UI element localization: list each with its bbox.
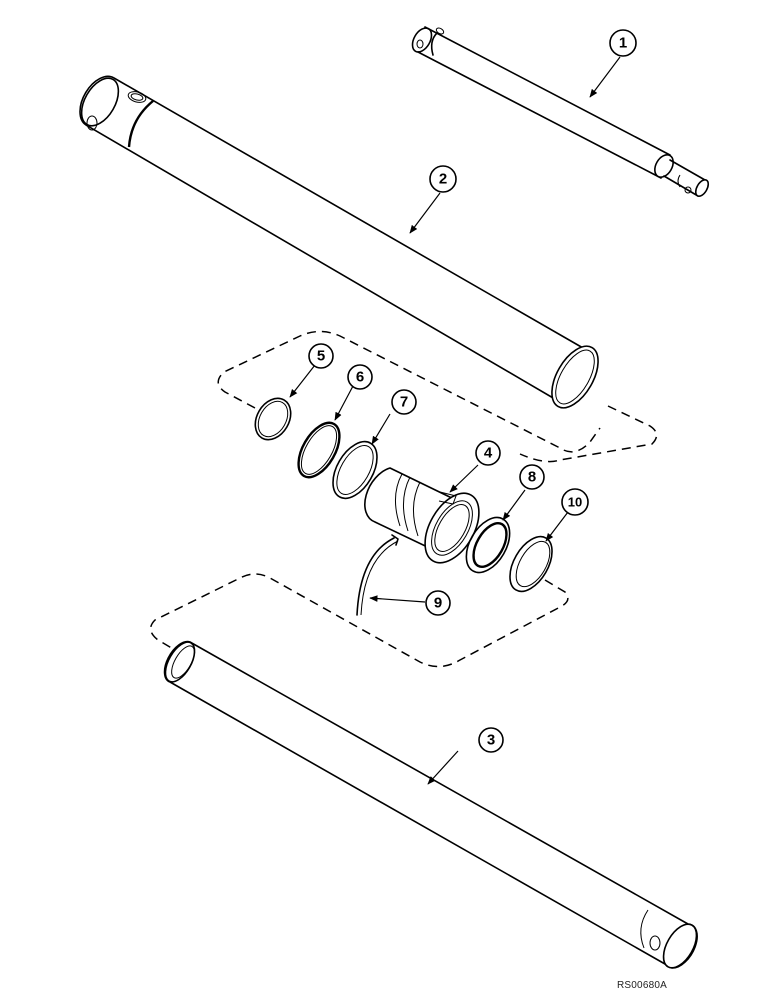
part-5-ring [254, 397, 292, 441]
leader-lines [289, 56, 621, 785]
part-6-ring [297, 421, 341, 479]
callout-4: 4 [475, 440, 501, 466]
callout-5: 5 [308, 343, 334, 369]
callout-3: 3 [478, 727, 504, 753]
callout-4-label: 4 [484, 445, 493, 462]
part-3-tube [163, 640, 698, 969]
part-1-rod [411, 26, 710, 197]
part-10-wiper [509, 535, 553, 593]
callout-3-label: 3 [487, 732, 495, 749]
callout-7-label: 7 [400, 394, 408, 411]
lower-kit-bracket [149, 573, 569, 668]
part-9-retaining-ring [356, 534, 399, 616]
callout-9: 9 [425, 590, 451, 616]
reference-code: RS00680A [617, 980, 667, 991]
callout-2: 2 [429, 165, 457, 193]
callout-6: 6 [347, 364, 373, 390]
callout-10: 10 [561, 488, 589, 516]
callout-10-label: 10 [568, 495, 582, 510]
part-4-gland [364, 467, 480, 564]
callout-8-label: 8 [528, 469, 536, 486]
callout-9-label: 9 [434, 595, 442, 612]
callout-1-label: 1 [619, 35, 627, 52]
upper-kit-bracket [217, 330, 658, 463]
callout-7: 7 [391, 389, 417, 415]
part-7-ring [332, 440, 378, 500]
callout-8: 8 [519, 464, 545, 490]
callout-6-label: 6 [356, 369, 364, 386]
callout-5-label: 5 [317, 348, 325, 365]
callout-1: 1 [609, 29, 637, 57]
callout-2-label: 2 [439, 171, 447, 188]
part-2-barrel [79, 75, 599, 409]
